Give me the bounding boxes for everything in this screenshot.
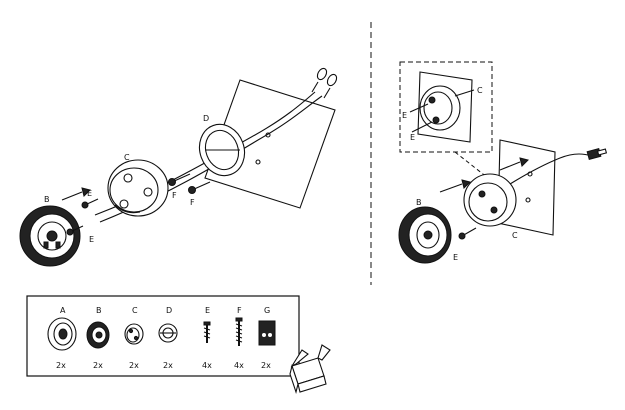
screw-f-bottom	[189, 182, 211, 194]
label-f2-left: F	[190, 198, 195, 207]
arrow-left-assembly	[62, 188, 90, 200]
part-letter-e: E	[205, 306, 210, 315]
label-e1-left: E	[87, 189, 92, 198]
speaker-ring-icon	[87, 322, 109, 348]
part-qty-a: 2x	[56, 361, 66, 370]
label-e-right: E	[453, 253, 458, 262]
part-letter-b: B	[96, 306, 102, 315]
screw-f-top	[169, 174, 191, 186]
part-qty-e: 4x	[202, 361, 212, 370]
cable-plug-icon	[312, 67, 338, 98]
screw-e-right	[459, 228, 476, 239]
speaker-icon	[48, 318, 76, 350]
parts-list: A B C D E F G 2x 2x 2x 2x 4x 4x 2x	[27, 296, 330, 392]
part-letter-f: F	[237, 306, 242, 315]
mounting-cup-icon	[125, 324, 143, 344]
part-qty-f: 4x	[234, 361, 244, 370]
label-c-left: C	[124, 153, 130, 162]
label-e2-inset: E	[410, 133, 415, 142]
mounting-bracket-icon	[159, 324, 177, 342]
label-c-inset: C	[477, 86, 483, 95]
left-exploded-view: B C D E E F F	[20, 67, 338, 266]
label-e2-left: E	[89, 235, 94, 244]
cup-c	[108, 160, 168, 216]
part-qty-d: 2x	[163, 361, 173, 370]
cable-plug-icon-right	[587, 149, 606, 160]
label-b-right: B	[416, 198, 422, 207]
part-letter-a: A	[60, 306, 66, 315]
part-letter-c: C	[132, 306, 138, 315]
template-card-icon	[259, 321, 275, 345]
inset-detail	[410, 72, 474, 142]
part-qty-g: 2x	[261, 361, 271, 370]
part-letter-d: D	[166, 306, 172, 315]
speaker-b-right	[399, 207, 451, 263]
part-qty-b: 2x	[93, 361, 103, 370]
label-d-left: D	[203, 114, 209, 123]
cup-c-right	[464, 174, 516, 226]
label-c-right: C	[512, 231, 518, 240]
speaker-b-left	[20, 206, 80, 266]
screw-e-top	[82, 199, 98, 208]
right-assembly-view: C E E	[399, 62, 606, 263]
part-letter-g: G	[264, 306, 270, 315]
label-f1-left: F	[172, 191, 177, 200]
part-qty-c: 2x	[129, 361, 139, 370]
label-b-left: B	[44, 195, 50, 204]
label-e1-inset: E	[402, 111, 407, 120]
